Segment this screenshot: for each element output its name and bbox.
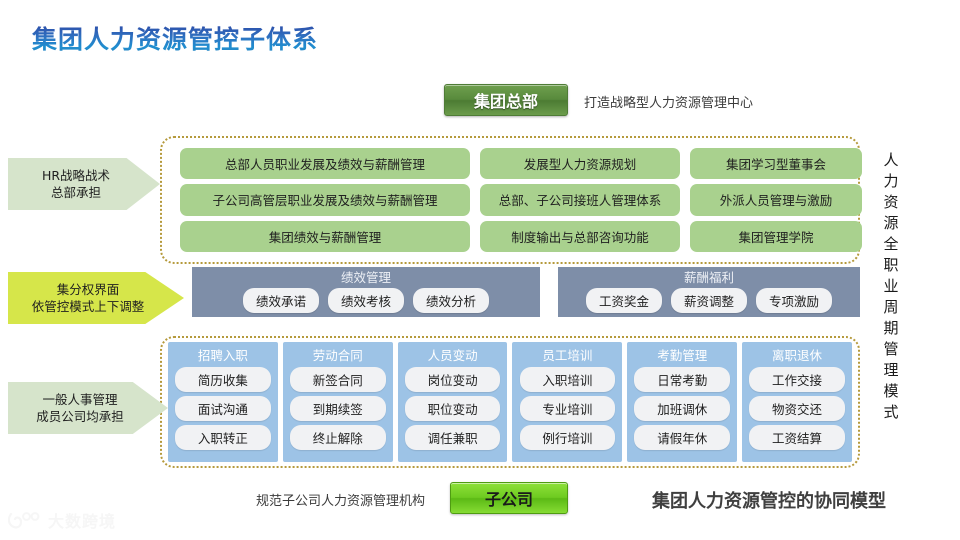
lifecycle-item[interactable]: 例行培训	[519, 425, 616, 450]
strategy-pill[interactable]: 集团绩效与薪酬管理	[180, 220, 470, 252]
lifecycle-item[interactable]: 职位变动	[404, 396, 501, 421]
subsidiary-caption: 规范子公司人力资源管理机构	[256, 494, 426, 509]
lifecycle-column-recruiting: 招聘入职 简历收集 面试沟通 入职转正	[168, 342, 278, 462]
lifecycle-item[interactable]: 工作交接	[749, 367, 845, 392]
strategy-pill[interactable]: 集团学习型董事会	[690, 148, 862, 180]
arrow-line-2: 总部承担	[50, 185, 101, 200]
performance-panel: 绩效管理 绩效承诺 绩效考核 绩效分析	[192, 267, 540, 317]
lifecycle-item[interactable]: 日常考勤	[634, 367, 731, 392]
arrow-line-1: 集分权界面	[56, 282, 120, 297]
lifecycle-column-mobility: 人员变动 岗位变动 职位变动 调任兼职	[397, 342, 508, 462]
lifecycle-item[interactable]: 简历收集	[175, 367, 271, 392]
lifecycle-item[interactable]: 请假年休	[634, 425, 731, 450]
lifecycle-column-separation: 离职退休 工作交接 物资交还 工资结算	[742, 342, 852, 462]
lifecycle-column-attendance: 考勤管理 日常考勤 加班调休 请假年休	[627, 342, 738, 462]
lifecycle-column-title: 招聘入职	[197, 348, 248, 363]
watermark: 大数跨境	[8, 508, 116, 532]
subsidiary-button[interactable]: 子公司	[450, 482, 568, 514]
lifecycle-column-contract: 劳动合同 新签合同 到期续签 终止解除	[282, 342, 393, 462]
arrow-line-2: 依管控模式上下调整	[31, 299, 145, 314]
performance-chip[interactable]: 绩效考核	[327, 288, 404, 313]
lifecycle-item[interactable]: 调任兼职	[404, 425, 501, 450]
arrow-label-general-hr: 一般人事管理 成员公司均承担	[8, 382, 168, 434]
lifecycle-item[interactable]: 加班调休	[634, 396, 731, 421]
lifecycle-column-title: 离职退休	[772, 348, 823, 363]
brand-logo-icon	[8, 510, 42, 530]
lifecycle-column-title: 人员变动	[427, 348, 478, 363]
lifecycle-item[interactable]: 入职转正	[175, 425, 271, 450]
compensation-chip[interactable]: 专项激励	[756, 288, 833, 313]
lifecycle-grid: 招聘入职 简历收集 面试沟通 入职转正 劳动合同 新签合同 到期续签 终止解除 …	[168, 342, 852, 462]
strategy-pill[interactable]: 子公司高管层职业发展及绩效与薪酬管理	[180, 184, 470, 216]
arrow-label-hr-strategy: HR战略战术 总部承担	[8, 158, 160, 210]
page-title: 集团人力资源管控子体系	[32, 20, 318, 56]
watermark-text: 大数跨境	[48, 512, 117, 531]
strategy-pill[interactable]: 外派人员管理与激励	[690, 184, 862, 216]
hq-caption: 打造战略型人力资源管理中心	[584, 96, 754, 111]
performance-chip[interactable]: 绩效承诺	[242, 288, 319, 313]
arrow-label-authority-interface: 集分权界面 依管控模式上下调整	[8, 272, 184, 324]
lifecycle-column-training: 员工培训 入职培训 专业培训 例行培训	[512, 342, 623, 462]
compensation-chip-row: 工资奖金 薪资调整 专项激励	[585, 288, 833, 313]
compensation-panel-title: 薪酬福利	[683, 270, 734, 285]
lifecycle-item[interactable]: 面试沟通	[175, 396, 271, 421]
lifecycle-item[interactable]: 新签合同	[289, 367, 386, 392]
compensation-chip[interactable]: 薪资调整	[670, 288, 747, 313]
lifecycle-item[interactable]: 岗位变动	[404, 367, 501, 392]
strategy-pill[interactable]: 集团管理学院	[690, 220, 862, 252]
lifecycle-item[interactable]: 终止解除	[289, 425, 386, 450]
lifecycle-column-title: 员工培训	[542, 348, 593, 363]
performance-chip[interactable]: 绩效分析	[413, 288, 490, 313]
strategy-pill[interactable]: 发展型人力资源规划	[480, 148, 680, 180]
arrow-line-1: HR战略战术	[41, 168, 111, 183]
strategy-pill[interactable]: 制度输出与总部咨询功能	[480, 220, 680, 252]
strategy-pill-grid: 总部人员职业发展及绩效与薪酬管理 发展型人力资源规划 集团学习型董事会 子公司高…	[168, 144, 862, 256]
performance-panel-title: 绩效管理	[340, 270, 391, 285]
lifecycle-item[interactable]: 物资交还	[749, 396, 845, 421]
compensation-chip[interactable]: 工资奖金	[585, 288, 662, 313]
lifecycle-column-title: 劳动合同	[312, 348, 363, 363]
vertical-label-lifecycle: 人力资源全职业周期管理模式	[883, 151, 899, 421]
bottom-title: 集团人力资源管控的协同模型	[652, 491, 886, 512]
lifecycle-column-title: 考勤管理	[657, 348, 708, 363]
arrow-line-2: 成员公司均承担	[36, 409, 124, 424]
lifecycle-item[interactable]: 入职培训	[519, 367, 616, 392]
arrow-line-1: 一般人事管理	[42, 392, 118, 407]
strategy-pill[interactable]: 总部人员职业发展及绩效与薪酬管理	[180, 148, 470, 180]
compensation-panel: 薪酬福利 工资奖金 薪资调整 专项激励	[558, 267, 860, 317]
lifecycle-item[interactable]: 到期续签	[289, 396, 386, 421]
group-hq-button[interactable]: 集团总部	[444, 84, 568, 116]
lifecycle-item[interactable]: 工资结算	[749, 425, 845, 450]
lifecycle-item[interactable]: 专业培训	[519, 396, 616, 421]
performance-chip-row: 绩效承诺 绩效考核 绩效分析	[242, 288, 490, 313]
strategy-pill[interactable]: 总部、子公司接班人管理体系	[480, 184, 680, 216]
